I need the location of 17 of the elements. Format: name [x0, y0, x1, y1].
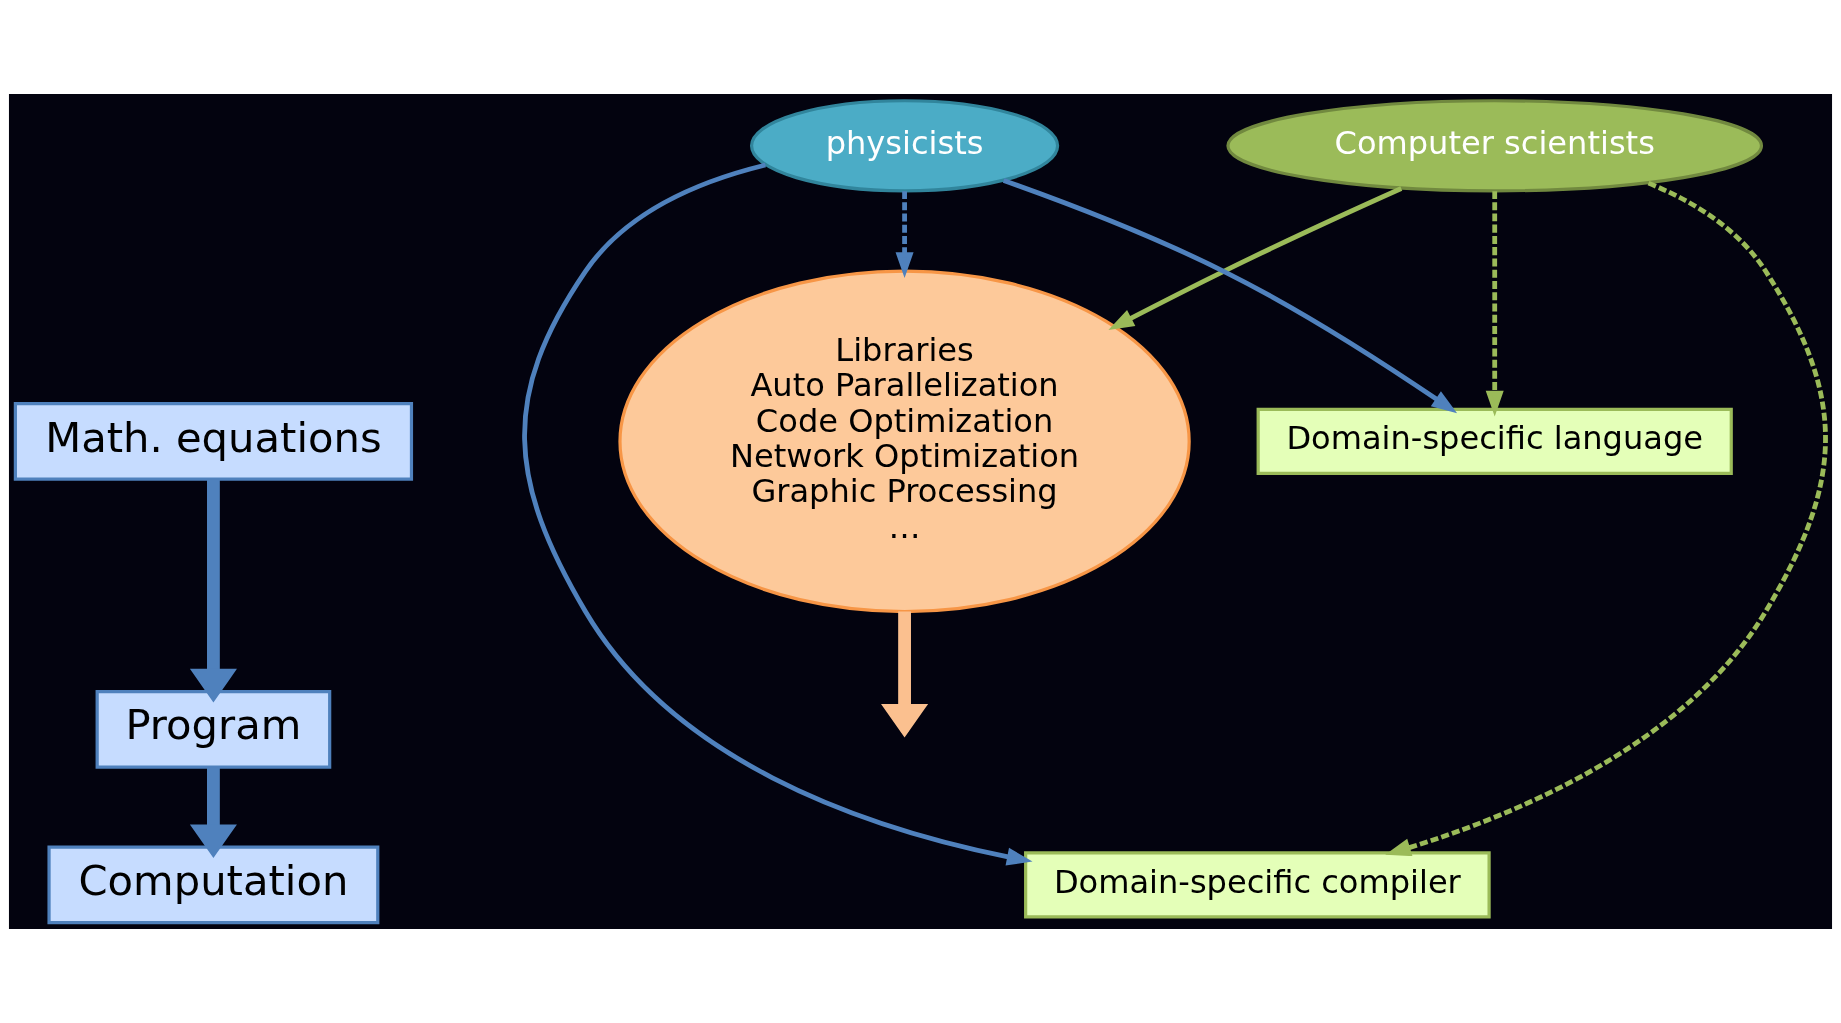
arrow: [1002, 178, 1458, 414]
node-ellipse: Libraries Auto Parallelization Code Optimization Network Optimization Graphic Processing …: [618, 269, 1191, 614]
arrow: [1485, 191, 1504, 417]
arrow: [189, 479, 237, 703]
node-box: Domain-specific compiler: [1024, 851, 1491, 919]
arrow: [522, 162, 1033, 866]
arrow: [1385, 180, 1828, 857]
arrow: [895, 191, 914, 279]
node-ellipse: physicists: [749, 99, 1060, 193]
node-box: Domain-specific language: [1256, 407, 1733, 476]
node-ellipse: Computer scientists: [1226, 99, 1764, 193]
arrow: [189, 767, 237, 859]
arrow: [881, 611, 929, 738]
node-box: Computation: [47, 845, 380, 925]
arrow: [1108, 186, 1403, 330]
node-box: Program: [95, 690, 332, 769]
node-box: Math. equations: [13, 402, 414, 481]
